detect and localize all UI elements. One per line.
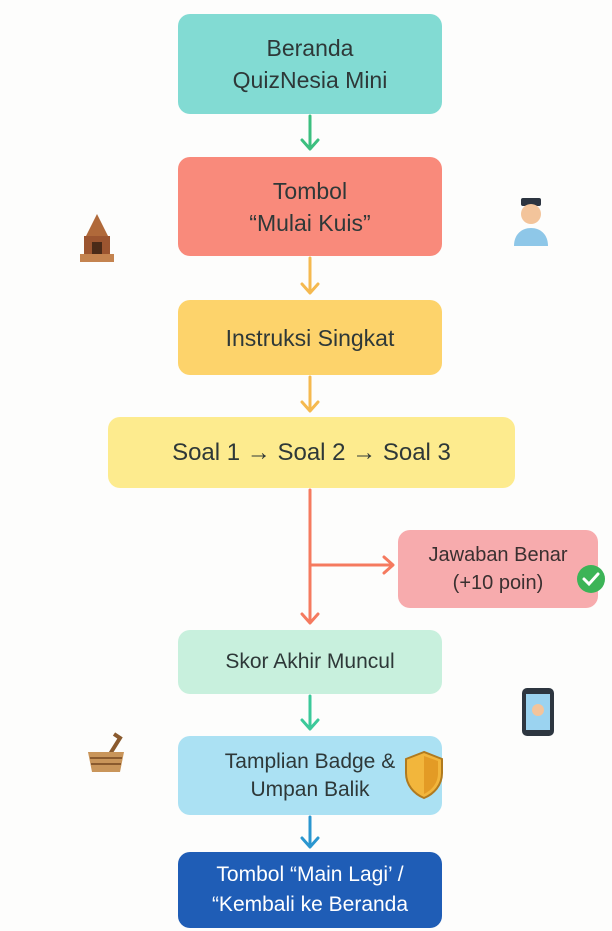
node-badge-feedback: Tamplian Badge & Umpan Balik [178, 736, 442, 815]
node-questions: Soal 1 → Soal 2 → Soal 3 [108, 417, 515, 488]
node-start-quiz: Tombol “Mulai Kuis” [178, 157, 442, 256]
node-instructions-label: Instruksi Singkat [225, 324, 395, 351]
shield-icon [405, 750, 443, 800]
node-replay-line1: Tombol “Main Lagi’ / [216, 863, 404, 886]
node-correct-answer: Jawaban Benar (+10 poin) [398, 530, 598, 608]
arrow-start-to-instructions [300, 256, 320, 295]
basket-icon [88, 732, 124, 772]
arrow-home-to-start [300, 114, 320, 151]
node-start-line2: “Mulai Kuis” [249, 209, 371, 236]
arrow-badge-to-replay [300, 815, 320, 849]
node-questions-label: Soal 1 → Soal 2 → Soal 3 [172, 438, 451, 466]
node-home-line2: QuizNesia Mini [232, 67, 388, 93]
node-instructions: Instruksi Singkat [178, 300, 442, 375]
node-correct-line1: Jawaban Benar [428, 544, 568, 566]
temple-icon [80, 214, 114, 262]
node-score-label: Skor Akhir Muncul [225, 650, 395, 673]
node-start-line1: Tombol [272, 177, 348, 204]
node-replay-line2: “Kembali ke Beranda [211, 893, 409, 916]
arrow-questions-to-score [300, 488, 320, 625]
node-replay: Tombol “Main Lagi’ / “Kembali ke Beranda [178, 852, 442, 928]
node-home-line1: Beranda [266, 35, 354, 61]
boy-avatar-icon [514, 198, 548, 246]
node-correct-line2: (+10 poin) [452, 572, 544, 594]
arrow-branch-to-correct [308, 555, 395, 575]
node-badge-line1: Tamplian Badge & [224, 749, 396, 773]
phone-icon [522, 688, 554, 736]
check-circle-icon [577, 565, 605, 593]
arrow-score-to-badge [300, 694, 320, 731]
node-final-score: Skor Akhir Muncul [178, 630, 442, 694]
arrow-instructions-to-questions [300, 375, 320, 413]
node-badge-line2: Umpan Balik [250, 777, 370, 801]
